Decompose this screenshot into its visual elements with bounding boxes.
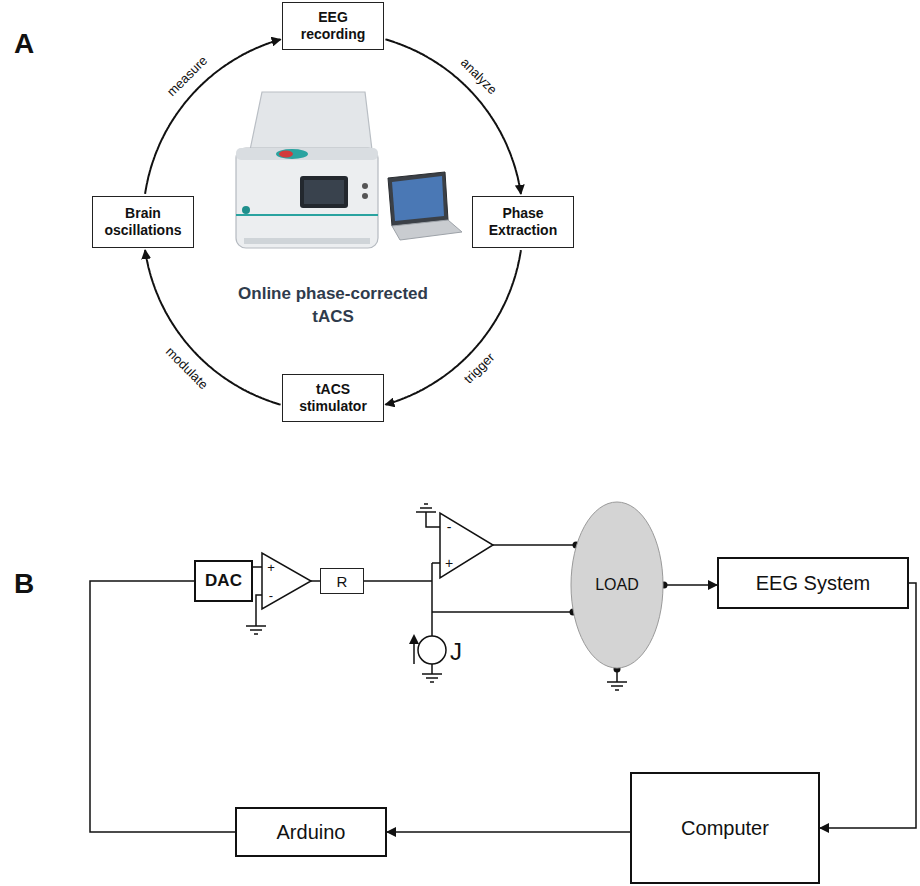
node-text: Computer [681,817,769,840]
process-box: EEG recording [282,2,384,50]
node-text: tACS stimulator [287,381,379,415]
resistor-symbol: R [320,568,364,594]
cycle-label: analyze [458,55,500,97]
panel-letter: A [14,28,34,60]
cycle-label: trigger [460,349,497,386]
source-name: J [450,638,462,666]
node-text: R [337,573,348,590]
signal-wire [820,583,916,828]
node-text: EEG System [756,572,870,595]
laptop-illustration [388,172,462,240]
cycle-arc [385,250,521,405]
system-box: EEG System [717,557,909,609]
node-text: DAC [205,571,242,591]
signal-wire [664,584,717,586]
device-illustration [236,92,378,248]
cycle-label: measure [164,53,210,99]
signal-wire [387,831,630,833]
converter-box: DAC [194,560,253,602]
pin-sign: + [267,560,275,575]
node-text: Brain oscillations [97,205,189,239]
cycle-arc [145,250,281,405]
cycle-arc [145,39,281,194]
signal-wire [90,581,235,832]
process-box: Phase Extraction [472,196,574,248]
load-ellipse: LOAD [570,501,664,669]
node-text: EEG recording [287,9,379,43]
node-text: Arduino [277,821,346,844]
node-text: LOAD [595,576,639,594]
cycle-label: modulate [163,343,211,391]
computer-box: Computer [630,772,820,884]
center-caption: Online phase-corrected tACS [226,283,441,329]
pin-sign: - [447,519,452,535]
ground-symbols [246,504,627,690]
controller-box: Arduino [235,807,387,857]
pin-sign: + [445,555,453,571]
schematic-wires [248,512,617,682]
panel-letter: B [14,568,34,600]
pin-sign: - [269,588,273,603]
node-text: Phase Extraction [477,205,569,239]
process-box: tACS stimulator [282,374,384,422]
process-box: Brain oscillations [92,196,194,248]
cycle-arc [385,39,521,194]
